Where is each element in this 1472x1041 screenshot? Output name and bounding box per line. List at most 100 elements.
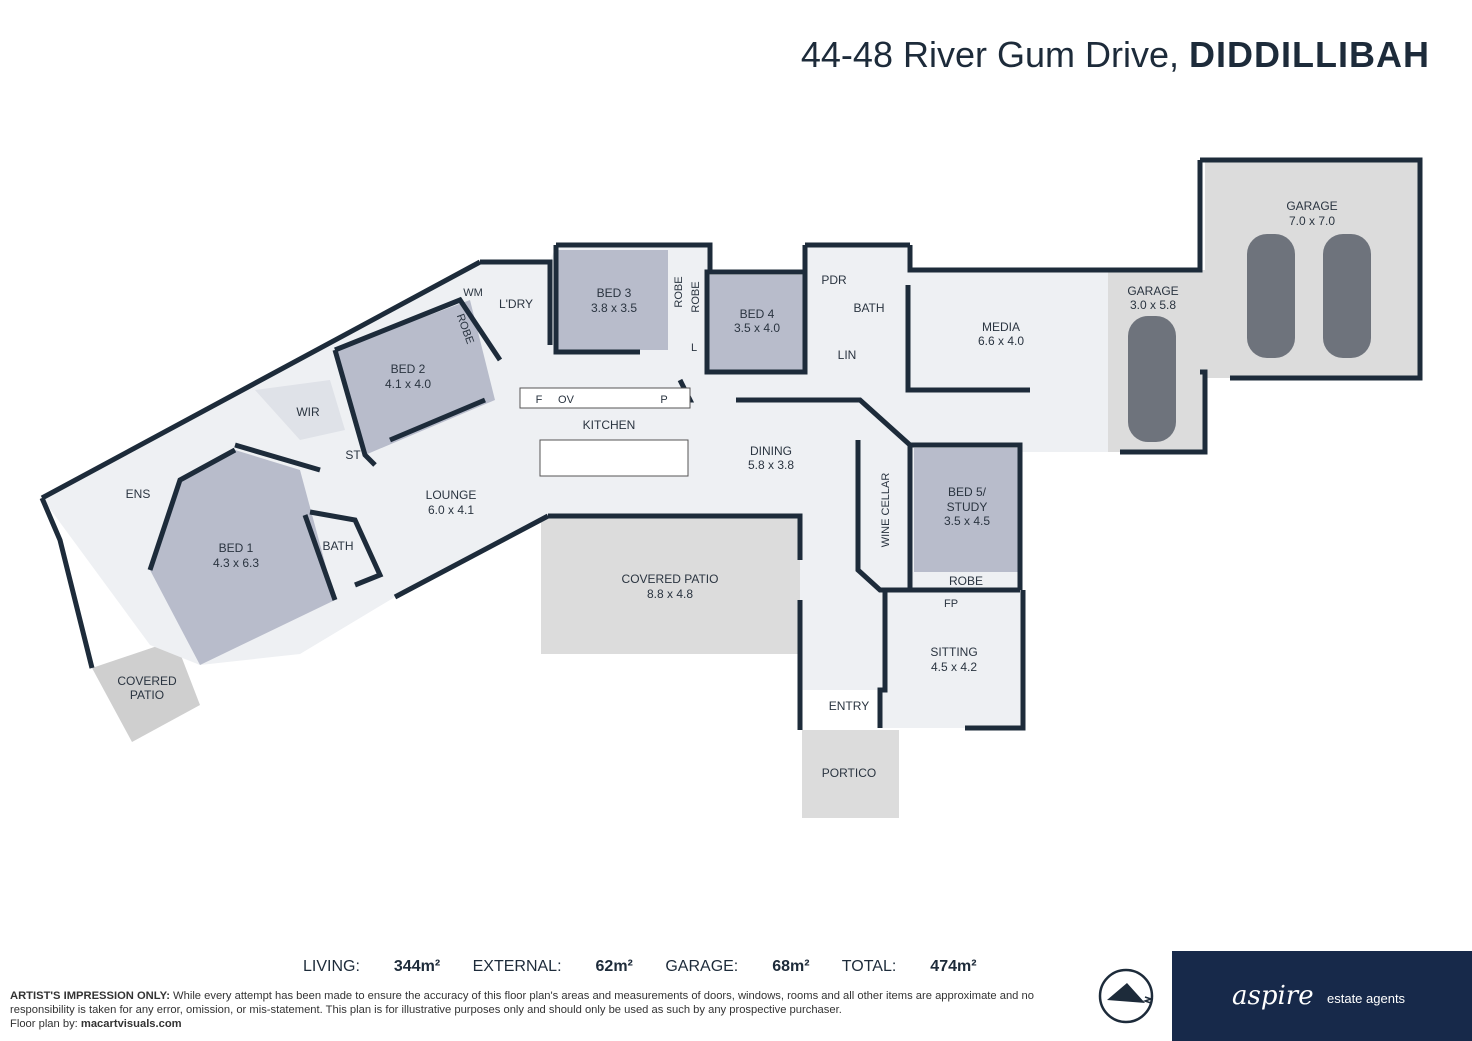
- disclaimer-heading: ARTIST'S IMPRESSION ONLY:: [10, 990, 170, 1002]
- room-size: 3.5 x 4.5: [944, 514, 990, 528]
- garage-double-walls: [1200, 157, 1423, 381]
- bed2-south-wall: [389, 397, 486, 443]
- room-label: BED 1: [219, 541, 254, 555]
- room-label: BATH: [322, 539, 353, 553]
- room-label: LIN: [838, 348, 857, 362]
- room-label: COVERED PATIO: [622, 572, 719, 586]
- room-label: GARAGE: [1127, 284, 1178, 298]
- media-inner-wall: [905, 285, 1030, 393]
- room-label: ROBE: [673, 276, 685, 307]
- floor-plan: GARAGE 7.0 x 7.0 GARAGE 3.0 x 5.8 MEDIA …: [39, 157, 1423, 818]
- room-label: FP: [944, 598, 958, 610]
- garage-walls-bottom: [1120, 369, 1208, 455]
- portico-floor: [802, 730, 899, 818]
- wir-floor: [255, 380, 345, 440]
- room-label: OV: [558, 394, 575, 406]
- room-label: PDR: [821, 273, 847, 287]
- room-label: L'DRY: [499, 297, 533, 311]
- stat-living: LIVING:344m²: [303, 958, 441, 975]
- room-label: DINING: [750, 444, 792, 458]
- outdoor-areas: [92, 160, 1419, 818]
- room-label: P: [660, 394, 667, 406]
- room-size: 5.8 x 3.8: [748, 458, 794, 472]
- north-compass-icon: [1098, 968, 1154, 1024]
- credit-value: macartvisuals.com: [80, 1018, 182, 1030]
- room-label: COVERED: [117, 674, 177, 688]
- plan-title: 44-48 River Gum Drive, DIDDILLIBAH: [801, 34, 1430, 76]
- agency-tagline: estate agents: [1327, 991, 1406, 1006]
- area-stats: LIVING:344m² EXTERNAL:62m² GARAGE:68m² T…: [303, 958, 1005, 976]
- room-size: 3.0 x 5.8: [1130, 298, 1176, 312]
- kitchen-bench: [519, 387, 691, 409]
- room-label: WIR: [296, 405, 320, 419]
- room-size: 6.0 x 4.1: [428, 503, 474, 517]
- suburb-text: DIDDILLIBAH: [1189, 34, 1430, 75]
- room-label: F: [536, 394, 543, 406]
- car-icon: [1323, 234, 1371, 358]
- bed1-north-wall: [234, 442, 321, 473]
- kitchen-island: [539, 439, 689, 477]
- room-size: 6.6 x 4.0: [978, 334, 1024, 348]
- bed3-walls: [553, 245, 640, 355]
- sitting-west-wall: [877, 590, 888, 728]
- room-size: 4.1 x 4.0: [385, 377, 431, 391]
- room-label: KITCHEN: [583, 418, 636, 432]
- northwest-wall: [40, 259, 482, 501]
- bed4-walls: [704, 245, 808, 375]
- patio-north-wall: [548, 513, 803, 560]
- small-patio-floor: [92, 640, 200, 742]
- bed2-north-wall: [334, 296, 503, 362]
- room-size: 8.8 x 4.8: [647, 587, 693, 601]
- room-label: MEDIA: [982, 320, 1020, 334]
- bed3-top-wall: [556, 242, 713, 272]
- room-label: WINE CELLAR: [880, 473, 892, 548]
- room-label: PORTICO: [822, 766, 876, 780]
- wine-cellar-wall: [855, 440, 910, 593]
- bed5-floor: [914, 448, 1020, 572]
- room-label: BED 3: [597, 286, 632, 300]
- room-label: GARAGE: [1286, 199, 1337, 213]
- car-icon: [1247, 234, 1295, 358]
- room-size: 3.8 x 3.5: [591, 301, 637, 315]
- bed4-floor: [707, 275, 805, 370]
- stat-external: EXTERNAL:62m²: [472, 958, 633, 975]
- address-text: 44-48 River Gum Drive,: [800, 34, 1179, 75]
- room-label: STUDY: [947, 500, 988, 514]
- room-size: 3.5 x 4.0: [734, 321, 780, 335]
- covered-patio-floor: [541, 516, 800, 654]
- disclaimer-text: While every attempt has been made to ens…: [10, 990, 1034, 1016]
- bed2-floor: [335, 300, 495, 455]
- interior-floor: [42, 245, 1108, 728]
- disclaimer: ARTIST'S IMPRESSION ONLY: While every at…: [10, 989, 1085, 1031]
- room-label: L: [691, 342, 697, 354]
- room-label: BED 4: [740, 307, 775, 321]
- room-label: BATH: [853, 301, 884, 315]
- garage-double-floor: [1205, 160, 1419, 378]
- sitting-east-wall: [965, 590, 1026, 731]
- car-icon: [1128, 316, 1176, 442]
- room-label: ROBE: [949, 574, 983, 588]
- room-label: LOUNGE: [426, 488, 477, 502]
- room-size: 4.5 x 4.2: [931, 660, 977, 674]
- aspire-logo: aspire: [1232, 981, 1314, 1011]
- west-wall: [39, 497, 95, 669]
- bed1-west-wall: [147, 447, 237, 571]
- room-label: PATIO: [130, 688, 164, 702]
- room-label: BED 2: [391, 362, 426, 376]
- room-label: ENTRY: [829, 699, 869, 713]
- bed1-floor: [150, 450, 335, 665]
- room-label: SITTING: [930, 645, 977, 659]
- stat-total: TOTAL:474m²: [841, 958, 977, 975]
- room-label: ST: [345, 448, 361, 462]
- room-label: ROBE: [690, 281, 702, 312]
- room-labels: GARAGE 7.0 x 7.0 GARAGE 3.0 x 5.8 MEDIA …: [117, 199, 1337, 780]
- room-size: 4.3 x 6.3: [213, 556, 259, 570]
- room-label: ENS: [126, 487, 151, 501]
- room-label: BED 5/: [948, 485, 987, 499]
- stat-garage: GARAGE:68m²: [665, 958, 810, 975]
- cars: [1128, 234, 1371, 442]
- agency-brand: aspire estate agents: [1172, 951, 1472, 1041]
- room-size: 7.0 x 7.0: [1289, 214, 1335, 228]
- bed3-floor: [558, 250, 668, 350]
- bed1-east-wall: [302, 514, 338, 601]
